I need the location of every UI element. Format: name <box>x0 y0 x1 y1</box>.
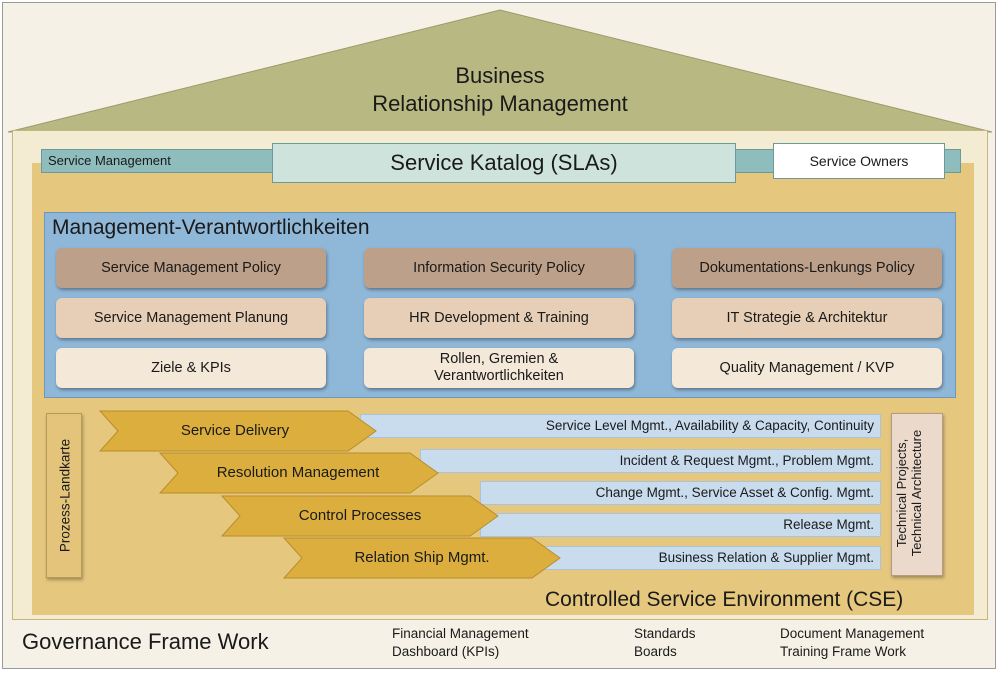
footer-document-line2: Training Frame Work <box>780 644 907 659</box>
technical-projects-line1: Technical Projects, <box>894 438 909 548</box>
arrow-relationship-mgmt <box>282 537 561 579</box>
footer-document-line1: Document Management <box>780 626 925 641</box>
cse-label: Controlled Service Environment (CSE) <box>545 588 904 611</box>
technical-projects-label: Technical Projects, Technical Architectu… <box>894 418 924 568</box>
card-rollen-gremien: Rollen, Gremien & Verantwortlichkeiten <box>364 348 634 388</box>
arrow-service-delivery <box>98 410 377 452</box>
footer-col-document: Document Management Training Frame Work <box>780 625 924 661</box>
footer-col-financial: Financial Management Dashboard (KPIs) <box>392 625 529 661</box>
card-dokumentations-lenkungs-policy: Dokumentations-Lenkungs Policy <box>672 248 942 288</box>
prozess-landkarte-box: Prozess-Landkarte <box>46 413 82 578</box>
process-bar-business-relation: Business Relation & Supplier Mgmt. <box>540 546 881 570</box>
footer-col-standards: Standards Boards <box>634 625 696 661</box>
management-title: Management-Verantwortlichkeiten <box>52 216 370 239</box>
arrow-resolution-management <box>158 452 439 494</box>
footer-standards-line2: Boards <box>634 644 677 659</box>
arrow-label-service-delivery: Service Delivery <box>180 422 290 439</box>
footer-financial-line1: Financial Management <box>392 626 529 641</box>
roof-title-line1: Business <box>455 63 545 88</box>
card-quality-management-kvp: Quality Management / KVP <box>672 348 942 388</box>
service-management-label: Service Management <box>48 153 171 168</box>
card-information-security-policy: Information Security Policy <box>364 248 634 288</box>
process-bar-release: Release Mgmt. <box>480 513 881 537</box>
arrow-label-resolution-management: Resolution Management <box>216 464 380 481</box>
card-service-management-planung: Service Management Planung <box>56 298 326 338</box>
technical-projects-box: Technical Projects, Technical Architectu… <box>891 413 943 576</box>
card-it-strategie-architektur: IT Strategie & Architektur <box>672 298 942 338</box>
roof-title-line2: Relationship Management <box>372 91 628 116</box>
card-hr-development-training: HR Development & Training <box>364 298 634 338</box>
arrow-label-control-processes: Control Processes <box>298 507 422 524</box>
arrow-label-relationship-mgmt: Relation Ship Mgmt. <box>354 549 490 566</box>
card-service-management-policy: Service Management Policy <box>56 248 326 288</box>
roof-title: Business Relationship Management <box>300 62 700 118</box>
arrow-control-processes <box>220 495 499 537</box>
footer-standards-line1: Standards <box>634 626 696 641</box>
service-katalog-box: Service Katalog (SLAs) <box>272 143 736 183</box>
technical-projects-line2: Technical Architecture <box>909 429 924 557</box>
process-bar-service-level: Service Level Mgmt., Availability & Capa… <box>360 414 881 438</box>
service-owners-box: Service Owners <box>773 143 945 179</box>
process-bar-change: Change Mgmt., Service Asset & Config. Mg… <box>480 481 881 505</box>
footer-financial-line2: Dashboard (KPIs) <box>392 644 500 659</box>
governance-title: Governance Frame Work <box>22 629 269 654</box>
card-ziele-kpis: Ziele & KPIs <box>56 348 326 388</box>
